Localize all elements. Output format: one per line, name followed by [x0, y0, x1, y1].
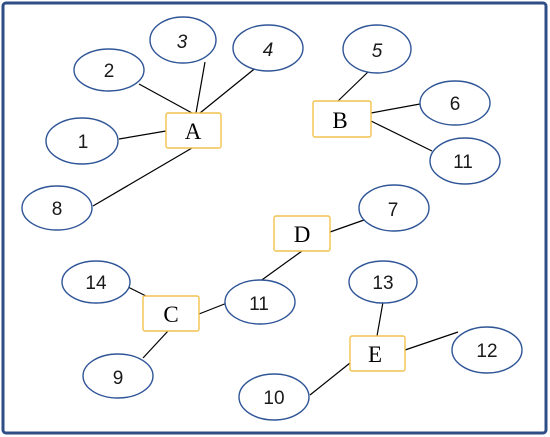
node-label: 2: [104, 61, 115, 82]
node-label: 8: [52, 199, 63, 220]
node-3: 3: [149, 16, 217, 64]
edge-d-11: [258, 250, 303, 283]
edge-e-10: [309, 362, 351, 396]
node-1: 1: [45, 117, 119, 165]
edge-b-6: [370, 103, 421, 114]
nodes: 2 3 4 1 8 5 6 11: [21, 16, 523, 421]
node-label: 10: [263, 388, 284, 409]
node-7: 7: [358, 184, 430, 232]
edge-c-9: [142, 330, 169, 359]
edge-b-11: [370, 120, 433, 152]
node-11-c: 11: [224, 279, 296, 325]
hub-c: C: [142, 295, 200, 332]
edge-a-4: [199, 65, 259, 114]
hub-d: D: [273, 215, 331, 252]
node-label: 7: [388, 200, 399, 221]
node-14: 14: [61, 260, 131, 304]
node-11-b: 11: [429, 137, 501, 185]
hub-e: E: [349, 335, 406, 372]
node-label: 12: [476, 341, 497, 362]
edge-a-8: [92, 147, 193, 207]
node-10: 10: [238, 373, 310, 421]
hub-label: B: [332, 108, 347, 133]
node-12: 12: [451, 326, 523, 374]
hub-label: C: [163, 302, 178, 327]
node-label: 9: [113, 368, 124, 389]
node-label: 1: [78, 132, 89, 153]
node-2: 2: [73, 48, 145, 92]
node-6: 6: [419, 80, 491, 126]
node-5: 5: [342, 24, 412, 74]
edge-d-7: [329, 219, 365, 233]
edge-a-3: [195, 61, 206, 114]
edge-b-5: [337, 71, 369, 102]
node-label: 4: [263, 40, 274, 61]
hub-label: A: [185, 119, 202, 144]
node-label: 11: [249, 294, 269, 315]
hub-a: A: [165, 112, 222, 149]
node-label: 14: [85, 273, 107, 294]
node-label: 11: [453, 152, 473, 173]
edge-e-12: [404, 331, 459, 351]
node-label: 5: [372, 41, 383, 62]
node-13: 13: [348, 260, 418, 304]
node-9: 9: [82, 353, 154, 399]
hub-b: B: [312, 100, 372, 138]
edge-a-2: [138, 83, 193, 114]
edge-a-1: [118, 130, 167, 140]
edge-e-13: [376, 301, 384, 337]
node-4: 4: [232, 24, 304, 72]
node-label: 6: [450, 94, 461, 115]
edges: [92, 61, 459, 396]
node-label: 3: [177, 32, 188, 53]
hub-label: D: [294, 222, 311, 247]
node-8: 8: [21, 185, 93, 231]
edge-c-11: [198, 302, 228, 315]
hubs: A B C D E: [142, 100, 406, 372]
node-label: 13: [372, 273, 393, 294]
hub-label: E: [368, 342, 382, 367]
